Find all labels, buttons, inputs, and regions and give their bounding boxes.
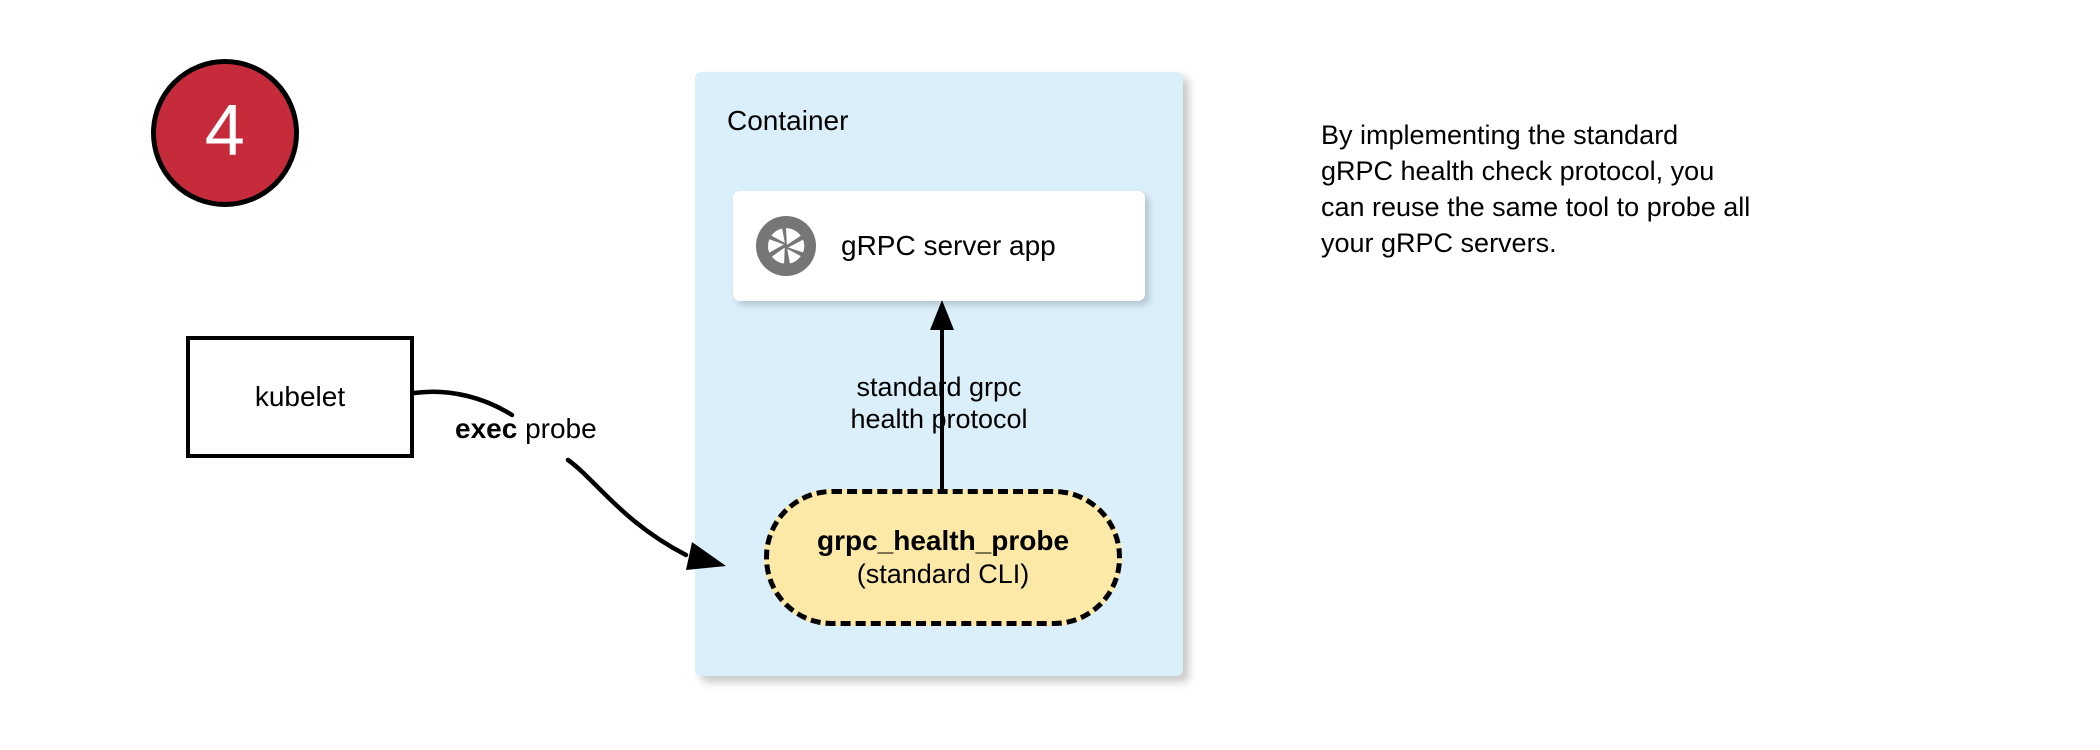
arrow-up-icon (912, 298, 972, 498)
protocol-label-line1: standard grpc (856, 372, 1022, 402)
grpc-server-app-label: gRPC server app (841, 230, 1056, 262)
description-line-1: By implementing the standard (1321, 120, 1679, 150)
exec-probe-label-bold: exec (455, 413, 518, 444)
grpc-server-app-card: gRPC server app (733, 191, 1145, 301)
grpc-health-probe-title: grpc_health_probe (816, 524, 1070, 556)
exec-probe-label: exec probe (455, 412, 597, 446)
exec-probe-label-rest: probe (517, 413, 597, 444)
description-line-2: gRPC health check protocol, you (1321, 155, 1715, 186)
kubelet-label: kubelet (254, 381, 346, 413)
description-text: By implementing the standard gRPC health… (1321, 118, 1901, 262)
description-line-3: can reuse the same tool to probe all (1321, 191, 1751, 222)
description-line-4: your gRPC servers. (1321, 227, 1557, 258)
kubelet-box: kubelet (186, 336, 414, 458)
grpc-health-probe-box: grpc_health_probe (standard CLI) (764, 489, 1122, 626)
step-number-label: 4 (204, 91, 246, 171)
protocol-label-line2: health protocol (850, 403, 1028, 434)
protocol-label: standard grpc health protocol (695, 372, 1183, 436)
grpc-aperture-icon (755, 215, 817, 277)
container-title: Container (727, 105, 849, 136)
curved-arrow-icon (400, 370, 790, 590)
grpc-health-probe-subtitle: (standard CLI) (856, 559, 1030, 590)
step-number-badge: 4 (151, 59, 299, 207)
